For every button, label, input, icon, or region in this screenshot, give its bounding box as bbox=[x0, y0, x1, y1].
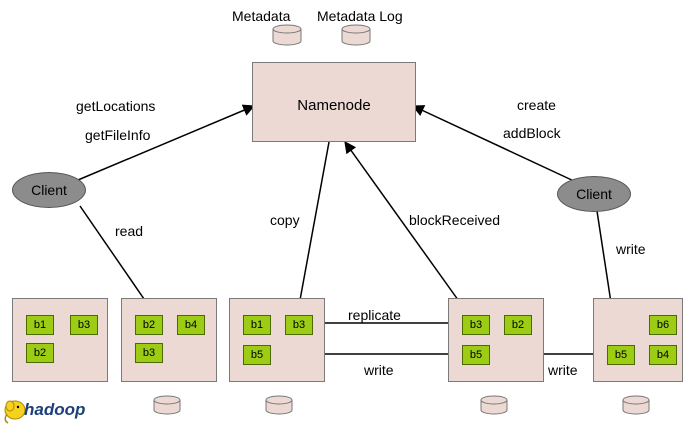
metadata-log-cylinder-icon bbox=[341, 24, 371, 46]
block-b5: b5 bbox=[243, 345, 271, 365]
client-right: Client bbox=[557, 176, 631, 212]
metadata-log-label: Metadata Log bbox=[317, 8, 403, 24]
get-file-info-label: getFileInfo bbox=[85, 127, 151, 143]
client-right-label: Client bbox=[576, 186, 612, 202]
datanode-2: b2 b4 b3 bbox=[121, 298, 217, 382]
block-b1: b1 bbox=[26, 315, 54, 335]
block-b4: b4 bbox=[177, 315, 205, 335]
datanode-4: b3 b2 b5 bbox=[448, 298, 544, 382]
block-b3: b3 bbox=[285, 315, 313, 335]
hadoop-logo-text: hadoop bbox=[24, 400, 86, 419]
block-b3: b3 bbox=[462, 315, 490, 335]
metadata-cylinder-icon bbox=[272, 24, 302, 46]
datanode-disk-icon bbox=[265, 395, 293, 415]
datanode-disk-icon bbox=[480, 395, 508, 415]
block-b2: b2 bbox=[504, 315, 532, 335]
block-b6: b6 bbox=[649, 315, 677, 335]
arrow-read bbox=[79, 205, 154, 313]
copy-label: copy bbox=[270, 212, 300, 228]
write-client-label: write bbox=[616, 241, 646, 257]
block-b3-deleted: b3 bbox=[135, 343, 163, 363]
block-b5: b5 bbox=[462, 345, 490, 365]
block-b3: b3 bbox=[70, 315, 98, 335]
arrow-client-to-namenode-right bbox=[411, 105, 577, 183]
block-received-label: blockReceived bbox=[409, 212, 501, 228]
block-b2: b2 bbox=[26, 343, 54, 363]
client-left: Client bbox=[12, 172, 86, 208]
replicate-label: replicate bbox=[348, 307, 401, 323]
write-mid-label: write bbox=[364, 362, 394, 378]
datanode-1: b1 b3 b2 bbox=[12, 298, 108, 382]
datanode-5: b5 b6 b4 bbox=[593, 298, 683, 382]
block-b4: b4 bbox=[649, 345, 677, 365]
arrow-client-to-namenode bbox=[77, 104, 256, 181]
arrow-block-received bbox=[344, 141, 467, 312]
datanode-disk-icon bbox=[153, 395, 181, 415]
block-b1: b1 bbox=[243, 315, 271, 335]
get-locations-label: getLocations bbox=[76, 98, 156, 114]
create-label: create bbox=[517, 97, 556, 113]
arrow-copy bbox=[294, 141, 330, 313]
block-b2: b2 bbox=[135, 315, 163, 335]
add-block-label: addBlock bbox=[503, 125, 561, 141]
hadoop-elephant-icon bbox=[4, 400, 26, 424]
metadata-label: Metadata bbox=[232, 8, 291, 24]
client-left-label: Client bbox=[31, 182, 67, 198]
datanode-disk-icon bbox=[622, 395, 650, 415]
read-label: read bbox=[115, 223, 144, 239]
datanode-3: b1 b3 b5 bbox=[229, 298, 325, 382]
block-b5: b5 bbox=[607, 345, 635, 365]
namenode-label: Namenode bbox=[297, 97, 371, 114]
write-right-label: write bbox=[548, 362, 578, 378]
namenode-box: Namenode bbox=[252, 62, 416, 142]
